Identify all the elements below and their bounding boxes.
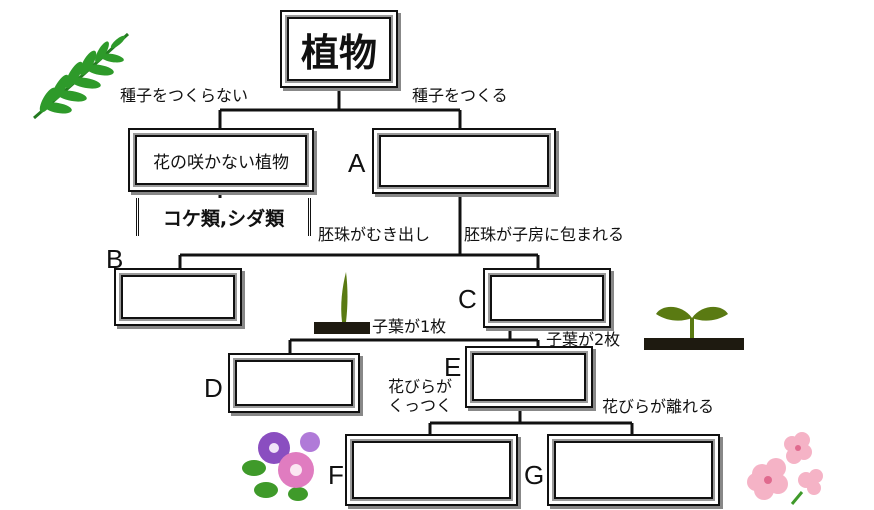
moss-fern-scroll: コケ類,シダ類 [136,198,311,236]
fern-icon [33,32,130,120]
label-one-cotyledon: 子葉が1枚 [372,317,447,336]
letter-a: A [348,148,366,178]
cherry-blossom-icon [747,432,823,505]
letter-f: F [328,460,344,490]
box-f [345,434,518,506]
label-two-cotyledons: 子葉が2枚 [546,330,621,349]
box-g [547,434,720,506]
label-petals-joined-1: 花びらが [388,377,453,396]
letter-b: B [106,244,124,274]
box-a [372,128,556,194]
dicot-sprout-icon [644,306,744,350]
box-c [483,268,611,328]
letter-e: E [444,352,462,382]
letter-c: C [458,284,477,314]
label-petals-joined-2: くっつく [388,396,453,415]
box-e [465,346,593,408]
label-petals-separate: 花びらが離れる [602,397,715,416]
label-seed: 種子をつくる [412,86,508,105]
label-ovule-exposed: 胚珠がむき出し [318,225,431,244]
label-no-seed: 種子をつくらない [120,86,249,105]
root-box: 植物 [280,10,398,88]
root-label: 植物 [300,30,377,75]
morning-glory-icon [242,432,320,501]
non-flowering-box: 花の咲かない植物 [128,128,314,192]
letter-d: D [204,373,223,403]
letter-g: G [524,460,545,490]
monocot-sprout-icon [314,272,370,334]
moss-fern-label: コケ類,シダ類 [162,207,285,230]
box-b [114,268,242,326]
label-ovule-in-ovary: 胚珠が子房に包まれる [464,225,625,244]
non-flowering-label: 花の咲かない植物 [153,152,289,173]
box-d [228,353,360,413]
